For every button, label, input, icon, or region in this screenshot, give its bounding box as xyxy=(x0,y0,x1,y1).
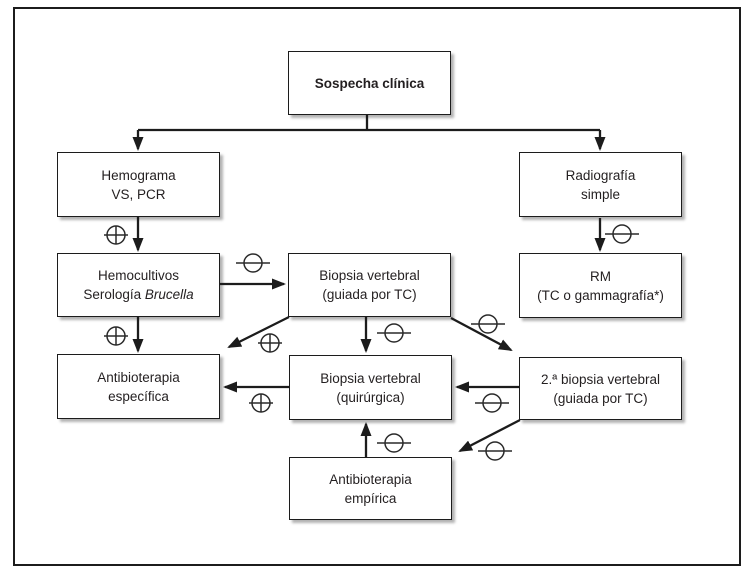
minus-sign-icon xyxy=(236,253,270,273)
node-sospecha-clinica: Sospecha clínica xyxy=(288,51,451,115)
label-segment: Antibioterapia xyxy=(97,369,180,385)
label-segment: (TC o gammagrafía*) xyxy=(537,287,664,303)
label-segment: simple xyxy=(580,186,620,202)
label-segment: empírica xyxy=(344,490,397,506)
node-label-line: VS, PCR xyxy=(111,185,165,204)
node-antibioterapia-empirica: Antibioterapia empírica xyxy=(289,457,452,520)
node-biopsia-quirurgica: Biopsia vertebral (quirúrgica) xyxy=(289,355,452,420)
minus-sign-icon xyxy=(478,441,512,461)
plus-sign-icon xyxy=(104,225,128,245)
node-label-line: RM xyxy=(590,267,611,286)
node-label-line: Sospecha clínica xyxy=(315,74,425,93)
minus-sign-icon xyxy=(471,314,505,334)
node-label-line: 2.ª biopsia vertebral xyxy=(541,370,660,389)
plus-sign-icon xyxy=(249,393,273,413)
label-segment-italic: Brucella xyxy=(144,287,194,302)
node-label-line: Antibioterapia xyxy=(329,470,412,489)
minus-sign-icon xyxy=(377,323,411,343)
label-segment: (guiada por TC) xyxy=(553,390,648,406)
label-segment: Hemograma xyxy=(101,167,176,183)
label-segment: RM xyxy=(590,268,611,284)
node-label-line: empírica xyxy=(345,489,397,508)
node-label-line: específica xyxy=(108,387,169,406)
label-segment: VS, PCR xyxy=(111,186,166,202)
label-segment: (guiada por TC) xyxy=(322,287,417,302)
node-radiografia-simple: Radiografía simple xyxy=(519,152,682,217)
plus-sign-icon xyxy=(104,326,128,346)
node-label-line: (guiada por TC) xyxy=(322,285,416,304)
label-segment: Antibioterapia xyxy=(329,471,412,487)
label-segment: Biopsia vertebral xyxy=(319,268,420,283)
label-segment: Hemocultivos xyxy=(97,268,180,283)
edge-biopsia-guiada-to-segunda-biopsia xyxy=(450,316,513,352)
label-segment: Sospecha clínica xyxy=(314,75,425,91)
node-antibioterapia-especifica: Antibioterapia específica xyxy=(57,354,220,419)
node-rm: RM (TC o gammagrafía*) xyxy=(519,253,682,318)
node-label-line: Biopsia vertebral xyxy=(319,266,420,285)
node-label-line: (guiada por TC) xyxy=(553,389,647,408)
node-label-line: Antibioterapia xyxy=(97,368,180,387)
label-segment: Serología xyxy=(83,287,145,302)
node-label-line: Biopsia vertebral xyxy=(320,369,421,388)
minus-sign-icon xyxy=(475,393,509,413)
node-label-line: Hemocultivos xyxy=(98,266,179,285)
node-label-line: simple xyxy=(581,185,620,204)
node-label-line: (TC o gammagrafía*) xyxy=(537,286,664,305)
edge-biopsia-guiada-to-antibioterapia-especifica xyxy=(227,315,290,349)
node-label-line: (quirúrgica) xyxy=(336,388,404,407)
minus-sign-icon xyxy=(605,224,639,244)
plus-sign-icon xyxy=(258,333,282,353)
figure-border xyxy=(13,7,741,566)
label-segment: (quirúrgica) xyxy=(336,389,405,405)
edge-segunda-biopsia-to-antibioterapia-empirica xyxy=(458,418,521,453)
label-segment: Biopsia vertebral xyxy=(320,370,421,386)
minus-sign-icon xyxy=(377,433,411,453)
label-segment: 2.ª biopsia vertebral xyxy=(540,371,661,387)
node-label-line: Radiografía xyxy=(566,166,636,185)
label-segment: específica xyxy=(108,388,169,404)
label-segment: Radiografía xyxy=(565,167,636,183)
node-label-line: Hemograma xyxy=(101,166,175,185)
node-label-line: Serología Brucella xyxy=(83,285,193,304)
node-segunda-biopsia: 2.ª biopsia vertebral (guiada por TC) xyxy=(519,357,682,420)
node-biopsia-guiada: Biopsia vertebral (guiada por TC) xyxy=(288,253,451,317)
